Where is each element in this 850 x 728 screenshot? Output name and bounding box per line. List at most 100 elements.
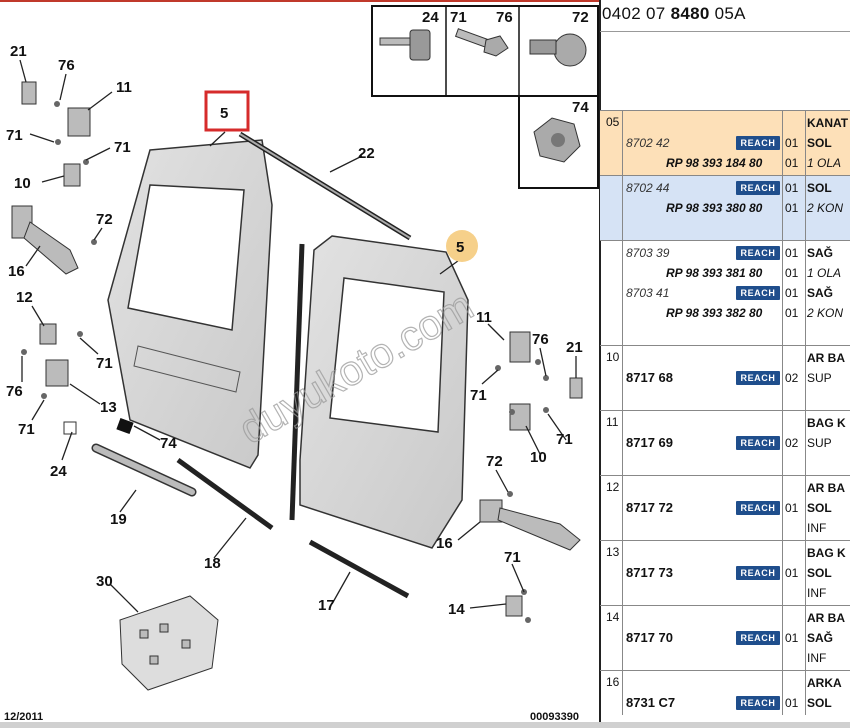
quantity: 01 [785,501,799,515]
part-number[interactable]: 8702 44 [626,181,670,195]
part-number[interactable]: 8703 41 [626,286,670,300]
screw-71-icon [454,28,509,57]
column-separator [782,671,783,715]
part-description: 1 OLA [807,266,842,280]
column-separator [622,241,623,345]
callout-label: 71 [504,549,521,566]
column-separator [805,176,806,240]
quantity: 01 [785,306,799,320]
quantity: 01 [785,266,799,280]
column-separator [805,411,806,475]
column-separator [622,476,623,540]
part-number[interactable]: 8717 73 [626,565,673,580]
part-description: SUP [807,371,832,385]
callout-label: 71 [18,421,35,438]
seals-and-strips [91,131,412,599]
part-description: ARKA [807,676,842,690]
reach-badge: REACH [736,631,780,645]
callout-label: 24 [422,9,439,26]
part-description: SAĞ [807,631,834,645]
part-number[interactable]: 8731 C7 [626,695,676,710]
part-number[interactable]: 8717 70 [626,630,673,645]
replacement-part-number[interactable]: RP 98 393 382 80 [666,306,763,320]
left-door-panel[interactable] [107,139,273,469]
callout-labels: 5 5 21 76 11 71 71 10 72 16 12 71 76 13 … [6,9,589,618]
nut-74-icon [533,117,581,163]
column-separator [782,176,783,240]
callout-label: 10 [530,449,547,466]
callout-label: 19 [110,511,127,528]
hinge-brackets [11,81,583,691]
part-description: SAĞ [807,286,834,300]
part-description: AR BA [807,351,845,365]
part-description: INF [807,586,827,600]
replacement-part-number[interactable]: RP 98 393 380 80 [666,201,763,215]
footer-code: 00093390 [530,711,579,723]
leader-lines [19,59,577,613]
part-description: SOL [807,566,832,580]
part-number[interactable]: 8717 69 [626,435,673,450]
callout-label: 14 [448,601,465,618]
callout-label: 76 [6,383,23,400]
clip-bolt-24-icon [379,29,431,61]
reach-badge: REACH [736,286,780,300]
callout-label: 17 [318,597,335,614]
callout-label: 76 [532,331,549,348]
column-separator [622,111,623,175]
part-number[interactable]: 8702 42 [626,136,670,150]
row-sequence-number: 11 [606,415,619,429]
right-door-panel[interactable] [299,235,469,549]
callout-label: 21 [10,43,27,60]
part-description: AR BA [807,611,845,625]
callout-label: 30 [96,573,113,590]
column-separator [805,671,806,715]
part-description: INF [807,521,827,535]
callout-label: 5 [456,239,464,256]
callout-label: 71 [450,9,467,26]
row-sequence-number: 05 [606,115,620,129]
column-separator [782,111,783,175]
column-separator [805,476,806,540]
callout-label: 13 [100,399,117,416]
callout-label: 74 [572,99,589,116]
callout-label: 11 [476,309,492,326]
footer-date: 12/2011 [4,711,43,723]
reach-badge: REACH [736,136,780,150]
column-separator [782,606,783,670]
callout-5-highlight [204,90,250,132]
part-description: KANAT [807,116,849,130]
replacement-part-number[interactable]: RP 98 393 381 80 [666,266,763,280]
part-number[interactable]: 8717 68 [626,370,673,385]
callout-label: 71 [114,139,131,156]
part-number[interactable]: 8717 72 [626,500,673,515]
quantity: 01 [785,246,799,260]
replacement-part-number[interactable]: RP 98 393 184 80 [666,156,763,170]
reach-badge: REACH [736,436,780,450]
callout-label: 24 [50,463,67,480]
column-separator [622,176,623,240]
callout-label: 76 [58,57,75,74]
callout-label: 12 [16,289,33,306]
quantity: 01 [785,286,799,300]
bottom-scrollbar[interactable] [0,722,850,728]
part-number[interactable]: 8703 39 [626,246,670,260]
row-sequence-number: 13 [606,545,620,559]
reach-badge: REACH [736,501,780,515]
column-separator [782,411,783,475]
part-description: BAG K [807,416,846,430]
part-description: SAĞ [807,246,834,260]
callout-label: 22 [358,145,375,162]
header-rule [600,31,850,32]
column-separator [782,241,783,345]
top-accent-line [0,0,600,2]
